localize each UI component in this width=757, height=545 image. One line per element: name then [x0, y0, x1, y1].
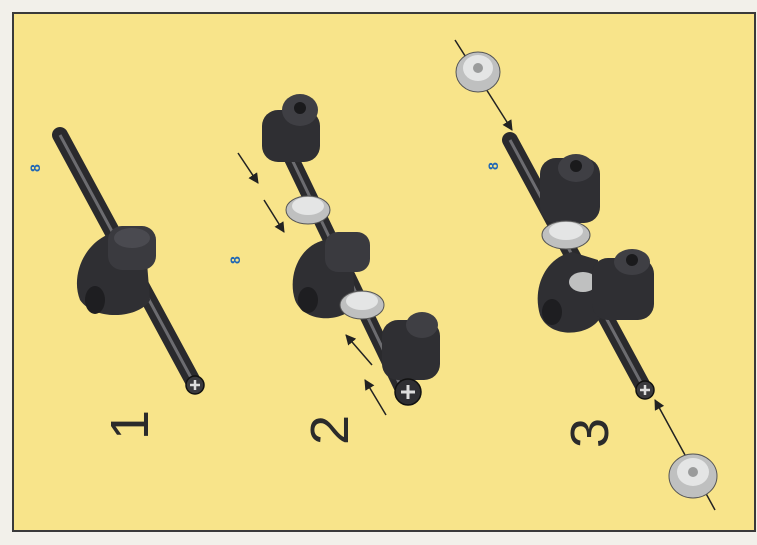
step-number: 2: [300, 415, 360, 445]
cross-block-icon: [592, 249, 654, 320]
cross-block-icon: [382, 312, 440, 405]
bush-icon: [542, 221, 590, 249]
axle-length-label: 8: [227, 256, 243, 264]
cross-block-icon: [77, 226, 156, 315]
cross-block-icon: [540, 154, 600, 223]
step-3: 8 3: [455, 40, 717, 510]
axle-length-label: 8: [485, 162, 501, 170]
cross-block-icon: [538, 252, 600, 333]
cross-block-icon: [262, 94, 320, 162]
step-1: 8 1: [27, 135, 204, 440]
step-number: 3: [560, 418, 620, 448]
step-2: 8 2: [227, 94, 440, 445]
step-number: 1: [100, 410, 160, 440]
bush-icon: [456, 52, 500, 92]
bush-icon: [669, 454, 717, 498]
bush-icon: [286, 196, 330, 224]
axle-length-label: 8: [27, 164, 43, 172]
bush-icon: [340, 291, 384, 319]
